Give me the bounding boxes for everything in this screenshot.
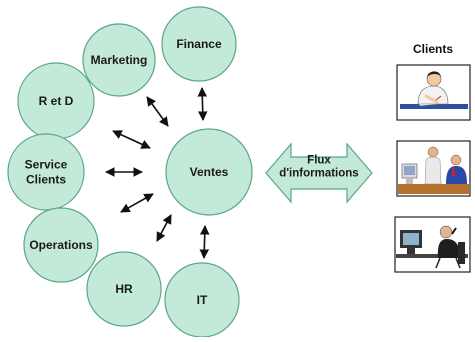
node-circle-service-clients [7, 133, 85, 211]
node-label-it: IT [197, 293, 208, 307]
node-label-marketing: Marketing [91, 53, 148, 67]
arrow-operations-ventes [120, 193, 154, 213]
node-label-ventes: Ventes [190, 165, 229, 179]
node-circle-marketing [82, 23, 156, 97]
arrow-marketing-ventes [146, 96, 169, 127]
arrow-r-et-d-ventes [112, 130, 151, 149]
node-label-r-et-d: R et D [39, 94, 74, 108]
client-image-man-on-phone [394, 216, 471, 273]
node-hr: HR [86, 251, 162, 327]
node-finance: Finance [161, 6, 237, 82]
node-it: IT [164, 262, 240, 338]
arrow-hr-ventes [156, 214, 172, 242]
node-label-finance: Finance [176, 37, 222, 51]
node-circle-hr [86, 251, 162, 327]
node-ventes: Ventes [165, 128, 253, 216]
node-operations: Operations [23, 207, 99, 283]
edges-layer [105, 87, 210, 259]
node-r-et-d: R et D [17, 62, 95, 140]
clients-title: Clients [413, 42, 453, 56]
node-marketing: Marketing [82, 23, 156, 97]
client-image-woman-writing [396, 64, 471, 121]
client-image-two-men-computer [396, 140, 471, 197]
node-label-hr: HR [115, 282, 133, 296]
arrow-it-ventes [199, 225, 210, 259]
node-circle-operations [23, 207, 99, 283]
flux-arrow-shape [265, 142, 373, 204]
node-label-operations: Operations [29, 238, 93, 252]
arrow-finance-ventes [197, 87, 208, 121]
node-circle-ventes [165, 128, 253, 216]
node-circle-finance [161, 6, 237, 82]
